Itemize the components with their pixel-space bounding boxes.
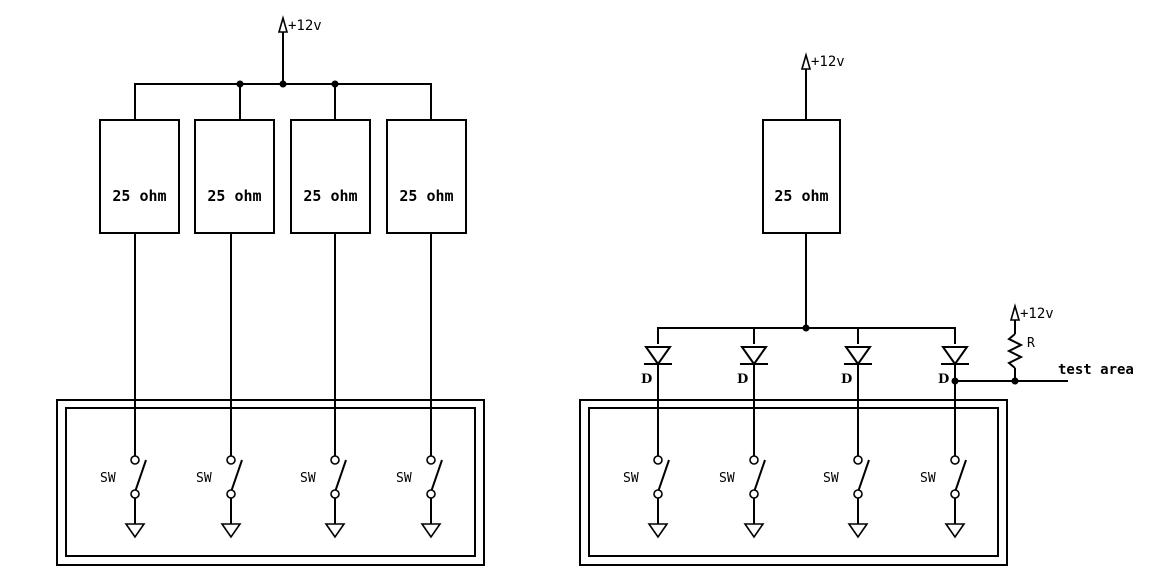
left-switch-2: SW xyxy=(196,455,243,539)
pullup-resistor-label: R xyxy=(1027,336,1035,351)
switch-contact xyxy=(130,455,140,465)
junction-dot xyxy=(951,377,959,385)
resistor-label: 25 ohm xyxy=(399,187,453,205)
left-switch-1: SW xyxy=(100,455,147,539)
junction-dot xyxy=(279,80,287,88)
diode-label: D xyxy=(737,372,748,387)
switch-contact xyxy=(853,455,863,465)
diode-icon xyxy=(941,346,969,366)
pullup-network: +12v R test area xyxy=(951,303,1134,385)
left-keypad-frame xyxy=(56,399,485,566)
right-resistor: 25 ohm xyxy=(762,119,841,234)
right-switch-2: SW xyxy=(719,455,766,539)
resistor-label: 25 ohm xyxy=(303,187,357,205)
diode-icon xyxy=(844,346,872,366)
switch-label: SW xyxy=(196,471,212,486)
pullup-resistor-icon xyxy=(1006,333,1024,369)
junction-dot xyxy=(331,80,339,88)
switch-contact xyxy=(330,455,340,465)
diode-icon xyxy=(644,346,672,366)
switch-contact xyxy=(749,489,759,499)
diode-3: D xyxy=(841,346,872,456)
right-switch-1: SW xyxy=(623,455,670,539)
switch-contact xyxy=(426,455,436,465)
right-supply: +12v xyxy=(800,52,845,120)
left-supply: +12v xyxy=(277,15,322,84)
diode-1: D xyxy=(641,346,672,456)
switch-label: SW xyxy=(623,471,639,486)
switch-contact xyxy=(653,489,663,499)
diode-icon xyxy=(740,346,768,366)
left-resistor-2: 25 ohm xyxy=(194,119,275,234)
diode-label: D xyxy=(641,372,652,387)
ground-icon xyxy=(647,523,669,539)
diode-label: D xyxy=(841,372,852,387)
switch-contact xyxy=(950,455,960,465)
diode-label: D xyxy=(938,372,949,387)
left-top-bus xyxy=(134,80,432,120)
resistor-label: 25 ohm xyxy=(207,187,261,205)
pullup-supply-label: +12v xyxy=(1020,306,1054,322)
right-switch-3: SW xyxy=(823,455,870,539)
switch-label: SW xyxy=(300,471,316,486)
diode-4: D xyxy=(938,346,969,456)
switch-label: SW xyxy=(719,471,735,486)
switch-label: SW xyxy=(823,471,839,486)
left-switch-3: SW xyxy=(300,455,347,539)
switch-label: SW xyxy=(396,471,412,486)
junction-dot xyxy=(802,324,810,332)
left-resistor-4: 25 ohm xyxy=(386,119,467,234)
switch-contact xyxy=(226,455,236,465)
left-resistor-1: 25 ohm xyxy=(99,119,180,234)
ground-icon xyxy=(220,523,242,539)
ground-icon xyxy=(324,523,346,539)
switch-label: SW xyxy=(920,471,936,486)
left-switch-4: SW xyxy=(396,455,443,539)
switch-contact xyxy=(426,489,436,499)
junction-dot xyxy=(236,80,244,88)
supply-arrow-icon xyxy=(1009,303,1021,321)
supply-arrow-icon xyxy=(800,52,812,70)
ground-icon xyxy=(944,523,966,539)
switch-contact xyxy=(853,489,863,499)
junction-dot xyxy=(1011,377,1019,385)
right-keypad-frame xyxy=(579,399,1008,566)
switch-contact xyxy=(130,489,140,499)
resistor-label: 25 ohm xyxy=(112,187,166,205)
left-supply-label: +12v xyxy=(288,18,322,34)
switch-contact xyxy=(226,489,236,499)
right-circuit: +12v 25 ohm D D D xyxy=(579,52,1134,566)
test-area-label: test area xyxy=(1058,362,1134,378)
switch-contact xyxy=(330,489,340,499)
left-resistor-3: 25 ohm xyxy=(290,119,371,234)
right-switch-4: SW xyxy=(920,455,967,539)
left-circuit: +12v 25 ohm 25 ohm 25 ohm 25 ohm xyxy=(56,15,485,566)
switch-contact xyxy=(653,455,663,465)
diode-2: D xyxy=(737,346,768,456)
ground-icon xyxy=(420,523,442,539)
ground-icon xyxy=(743,523,765,539)
right-supply-label: +12v xyxy=(811,54,845,70)
switch-contact xyxy=(749,455,759,465)
switch-label: SW xyxy=(100,471,116,486)
ground-icon xyxy=(124,523,146,539)
switch-contact xyxy=(950,489,960,499)
ground-icon xyxy=(847,523,869,539)
resistor-label: 25 ohm xyxy=(774,187,828,205)
supply-arrow-icon xyxy=(277,15,289,33)
